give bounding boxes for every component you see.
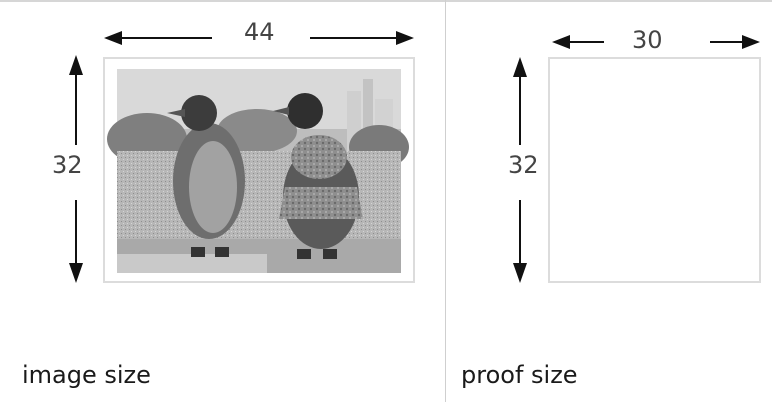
proof-width-label: 30 <box>632 26 663 54</box>
proof-height-arrowhead-top <box>513 57 527 77</box>
panel-divider <box>445 0 446 402</box>
proof-height-label: 32 <box>508 151 539 179</box>
image-dimension-arrows <box>69 31 414 283</box>
proof-height-arrowhead-bottom <box>513 263 527 283</box>
image-height-arrowhead-bottom <box>69 263 83 283</box>
proof-size-panel: 30 32 proof size <box>446 0 772 402</box>
proof-size-caption: proof size <box>461 361 578 389</box>
image-size-panel: 44 32 <box>22 18 415 389</box>
image-height-arrowhead-top <box>69 55 83 75</box>
image-width-arrowhead-right <box>396 31 414 45</box>
image-width-label: 44 <box>244 18 275 46</box>
image-height-label: 32 <box>52 151 83 179</box>
top-border <box>0 0 772 2</box>
image-width-arrowhead-left <box>104 31 122 45</box>
image-size-caption: image size <box>22 361 151 389</box>
proof-width-arrowhead-left <box>552 35 570 49</box>
proof-frame <box>548 57 761 283</box>
image-frame <box>103 57 415 283</box>
proof-dimension-arrows <box>513 35 760 283</box>
penguin-photo-art <box>107 69 409 273</box>
proof-width-arrowhead-right <box>742 35 760 49</box>
penguin-statues-photo <box>107 69 409 273</box>
